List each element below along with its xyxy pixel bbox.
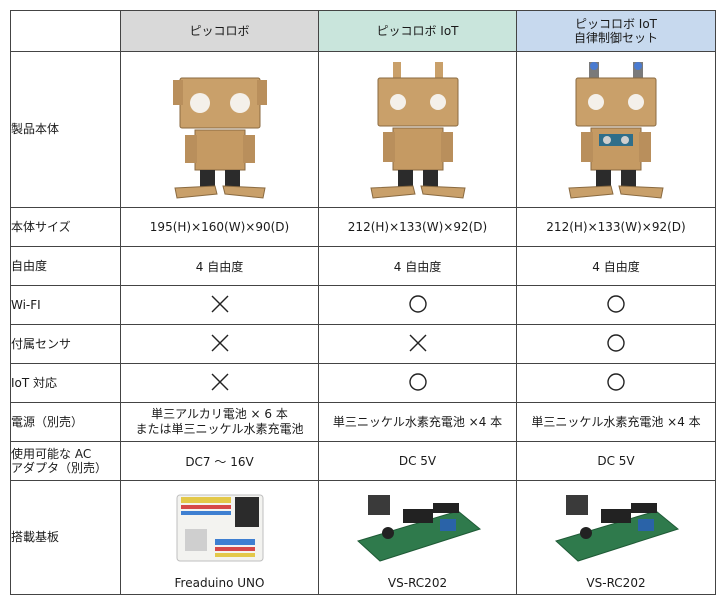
power-value: 単三ニッケル水素充電池 ×4 本 — [516, 402, 716, 442]
cross-mark-icon — [409, 334, 426, 351]
board-image-freaduino — [176, 494, 263, 562]
robot-image — [369, 62, 466, 199]
label-board: 搭載基板 — [10, 480, 121, 595]
dof-value: 4 自由度 — [516, 246, 716, 286]
board-image-vs-rc202 — [356, 495, 481, 562]
label-product-body: 製品本体 — [10, 51, 121, 208]
wifi-mark — [120, 285, 319, 325]
circle-mark-icon — [408, 372, 427, 391]
product-header-piccorobo-iot-autonomous: ピッコロボ IoT 自律制御セット — [516, 10, 716, 52]
board-cell: VS-RC202 — [516, 480, 716, 595]
cross-mark-icon — [211, 373, 228, 390]
label-size: 本体サイズ — [10, 207, 121, 247]
circle-mark-icon — [408, 294, 427, 313]
board-cell: VS-RC202 — [318, 480, 517, 595]
label-iot: IoT 対応 — [10, 363, 121, 403]
label-power: 電源（別売） — [10, 402, 121, 442]
row-board: 搭載基板 Freaduino UNO — [10, 480, 716, 595]
row-adapter: 使用可能な AC アダプタ（別売） DC7 ～ 16V DC 5V DC 5V — [10, 441, 716, 481]
sensor-mark — [318, 324, 517, 364]
size-value: 212(H)×133(W)×92(D) — [318, 207, 517, 247]
image-cell-piccorobo — [120, 51, 319, 208]
circle-mark-icon — [607, 333, 625, 352]
circle-mark-icon — [607, 372, 625, 391]
image-cell-piccorobo-iot — [318, 51, 517, 208]
power-value: 単三ニッケル水素充電池 ×4 本 — [318, 402, 517, 442]
board-name: VS-RC202 — [586, 576, 646, 590]
label-wifi: Wi-FI — [10, 285, 121, 325]
row-dof: 自由度 4 自由度 4 自由度 4 自由度 — [10, 246, 716, 286]
cross-mark-icon — [211, 295, 228, 312]
robot-image — [568, 62, 664, 199]
adapter-value: DC7 ～ 16V — [120, 441, 319, 481]
adapter-value: DC 5V — [516, 441, 716, 481]
dof-value: 4 自由度 — [120, 246, 319, 286]
product-header-piccorobo: ピッコロボ — [120, 10, 319, 52]
wifi-mark — [318, 285, 517, 325]
board-cell: Freaduino UNO — [120, 480, 319, 595]
row-sensor: 付属センサ — [10, 324, 716, 364]
row-wifi: Wi-FI — [10, 285, 716, 325]
sensor-mark — [516, 324, 716, 364]
label-dof: 自由度 — [10, 246, 121, 286]
row-product-body: 製品本体 — [10, 51, 716, 208]
sensor-mark — [120, 324, 319, 364]
row-iot: IoT 対応 — [10, 363, 716, 403]
dof-value: 4 自由度 — [318, 246, 517, 286]
header-row: ピッコロボ ピッコロボ IoT ピッコロボ IoT 自律制御セット — [10, 10, 716, 52]
circle-mark-icon — [607, 294, 625, 313]
board-image-vs-rc202 — [555, 495, 680, 562]
adapter-value: DC 5V — [318, 441, 517, 481]
wifi-mark — [516, 285, 716, 325]
label-sensor: 付属センサ — [10, 324, 121, 364]
robot-image — [172, 77, 267, 199]
label-adapter: 使用可能な AC アダプタ（別売） — [10, 441, 121, 481]
iot-mark — [120, 363, 319, 403]
iot-mark — [516, 363, 716, 403]
row-power: 電源（別売） 単三アルカリ電池 × 6 本 または単三ニッケル水素充電池 単三ニ… — [10, 402, 716, 442]
power-value: 単三アルカリ電池 × 6 本 または単三ニッケル水素充電池 — [120, 402, 319, 442]
cross-mark-icon — [211, 334, 228, 351]
size-value: 195(H)×160(W)×90(D) — [120, 207, 319, 247]
iot-mark — [318, 363, 517, 403]
image-cell-piccorobo-iot-autonomous — [516, 51, 716, 208]
board-name: VS-RC202 — [387, 576, 448, 590]
size-value: 212(H)×133(W)×92(D) — [516, 207, 716, 247]
row-size: 本体サイズ 195(H)×160(W)×90(D) 212(H)×133(W)×… — [10, 207, 716, 247]
product-header-piccorobo-iot: ピッコロボ IoT — [318, 10, 517, 52]
board-name: Freaduino UNO — [174, 576, 265, 590]
corner-cell — [10, 10, 121, 52]
comparison-table: ピッコロボ ピッコロボ IoT ピッコロボ IoT 自律制御セット 製品本体 — [10, 10, 716, 595]
